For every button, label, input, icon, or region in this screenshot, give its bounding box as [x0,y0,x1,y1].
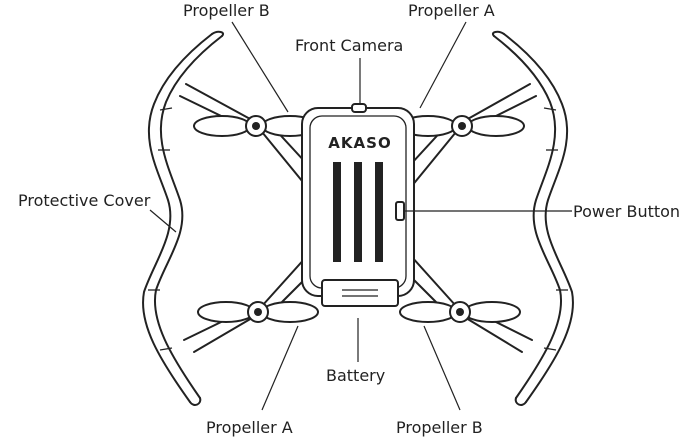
label-power-button: Power Button [573,202,680,221]
label-protective-cover: Protective Cover [18,191,151,210]
protective-cover-right [492,30,574,406]
propeller-bottom-right [399,301,521,323]
battery-pack [321,279,399,307]
label-front-camera: Front Camera [295,36,403,55]
propeller-top-right [399,115,525,137]
protective-cover-left [142,30,224,406]
label-battery: Battery [326,366,385,385]
label-propeller-b-bottom: Propeller B [396,418,483,437]
propeller-top-left [193,115,319,137]
label-propeller-a-top: Propeller A [408,1,495,20]
body-stripe [333,162,341,262]
leader-lines [149,21,572,411]
label-propeller-b-top: Propeller B [183,1,270,20]
drone-body: AKASO [301,103,415,297]
front-camera-lens [351,103,367,113]
body-stripe [375,162,383,262]
brand-logo: AKASO [328,134,391,152]
power-button-switch [395,201,405,221]
label-propeller-a-bottom: Propeller A [206,418,293,437]
body-stripe [354,162,362,262]
propeller-bottom-left [197,301,319,323]
